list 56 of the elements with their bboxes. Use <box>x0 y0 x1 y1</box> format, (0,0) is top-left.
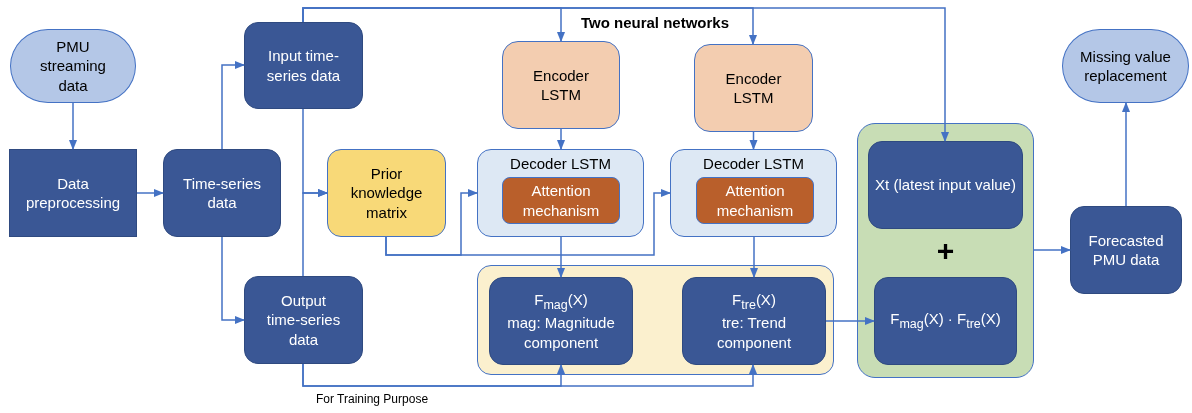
description-text: tre: Trend component <box>715 313 793 353</box>
process-box <box>874 277 1017 365</box>
arrow <box>1033 245 1072 255</box>
arrow <box>825 316 876 326</box>
process-box <box>868 141 1023 229</box>
arrow <box>385 188 672 256</box>
formula-text: F$_{tre}$(X) <box>731 289 777 314</box>
process-box <box>1070 206 1182 294</box>
box-label: Encoder LSTM <box>532 65 590 105</box>
panel-heading: Decoder LSTM <box>702 154 805 174</box>
box-label: Encoder LSTM <box>724 68 783 108</box>
arrow <box>221 60 246 150</box>
box-label: Missing value replacement <box>1079 46 1172 86</box>
process-box <box>489 277 633 365</box>
arrow <box>1121 101 1131 207</box>
attention-box <box>502 177 620 224</box>
plus-sign: + <box>935 233 956 269</box>
arrow <box>302 363 758 387</box>
arrow <box>749 236 759 279</box>
process-box <box>682 277 826 365</box>
box-label: Xt (latest input value) <box>874 175 1017 195</box>
arrow <box>556 236 566 279</box>
arrow <box>221 236 246 325</box>
panel-heading: Decoder LSTM <box>509 154 612 174</box>
encoder-box <box>502 41 620 129</box>
attention-box <box>696 177 814 224</box>
box-label: Prior knowledge matrix <box>349 163 424 223</box>
process-box <box>244 276 363 364</box>
formula-text: F$_{mag}$(X) <box>533 289 589 314</box>
arrow <box>749 131 758 151</box>
arrow <box>556 128 566 151</box>
encoder-box <box>694 44 813 132</box>
note-text: For Training Purpose <box>316 392 429 406</box>
arrow <box>136 188 165 198</box>
decoder-panel <box>477 149 644 237</box>
box-label: F$_{mag}$(X) · F$_{tre}$(X) <box>889 309 1002 333</box>
sum-panel <box>857 123 1034 378</box>
box-label: Attention mechanism <box>715 181 795 220</box>
arrow <box>302 188 329 277</box>
box-label: Input time-series data <box>265 46 342 85</box>
matrix-box <box>327 149 446 237</box>
box-label: Data preprocessing <box>24 173 122 213</box>
arrow <box>302 7 950 143</box>
box-label: Forecasted PMU data <box>1087 230 1165 270</box>
process-box <box>244 22 363 109</box>
box-label: Time-series data <box>182 173 262 213</box>
box-label: Output time-series data <box>265 290 342 350</box>
box-label: Attention mechanism <box>521 181 601 220</box>
group-panel <box>477 265 834 375</box>
diagram-title: Two neural networks <box>579 14 731 31</box>
box-label: PMU streaming data <box>39 36 107 96</box>
decoder-panel <box>670 149 837 237</box>
process-box <box>163 149 281 237</box>
process-box <box>9 149 137 237</box>
arrow <box>68 102 78 151</box>
description-text: mag: Magnitude component <box>506 313 616 353</box>
